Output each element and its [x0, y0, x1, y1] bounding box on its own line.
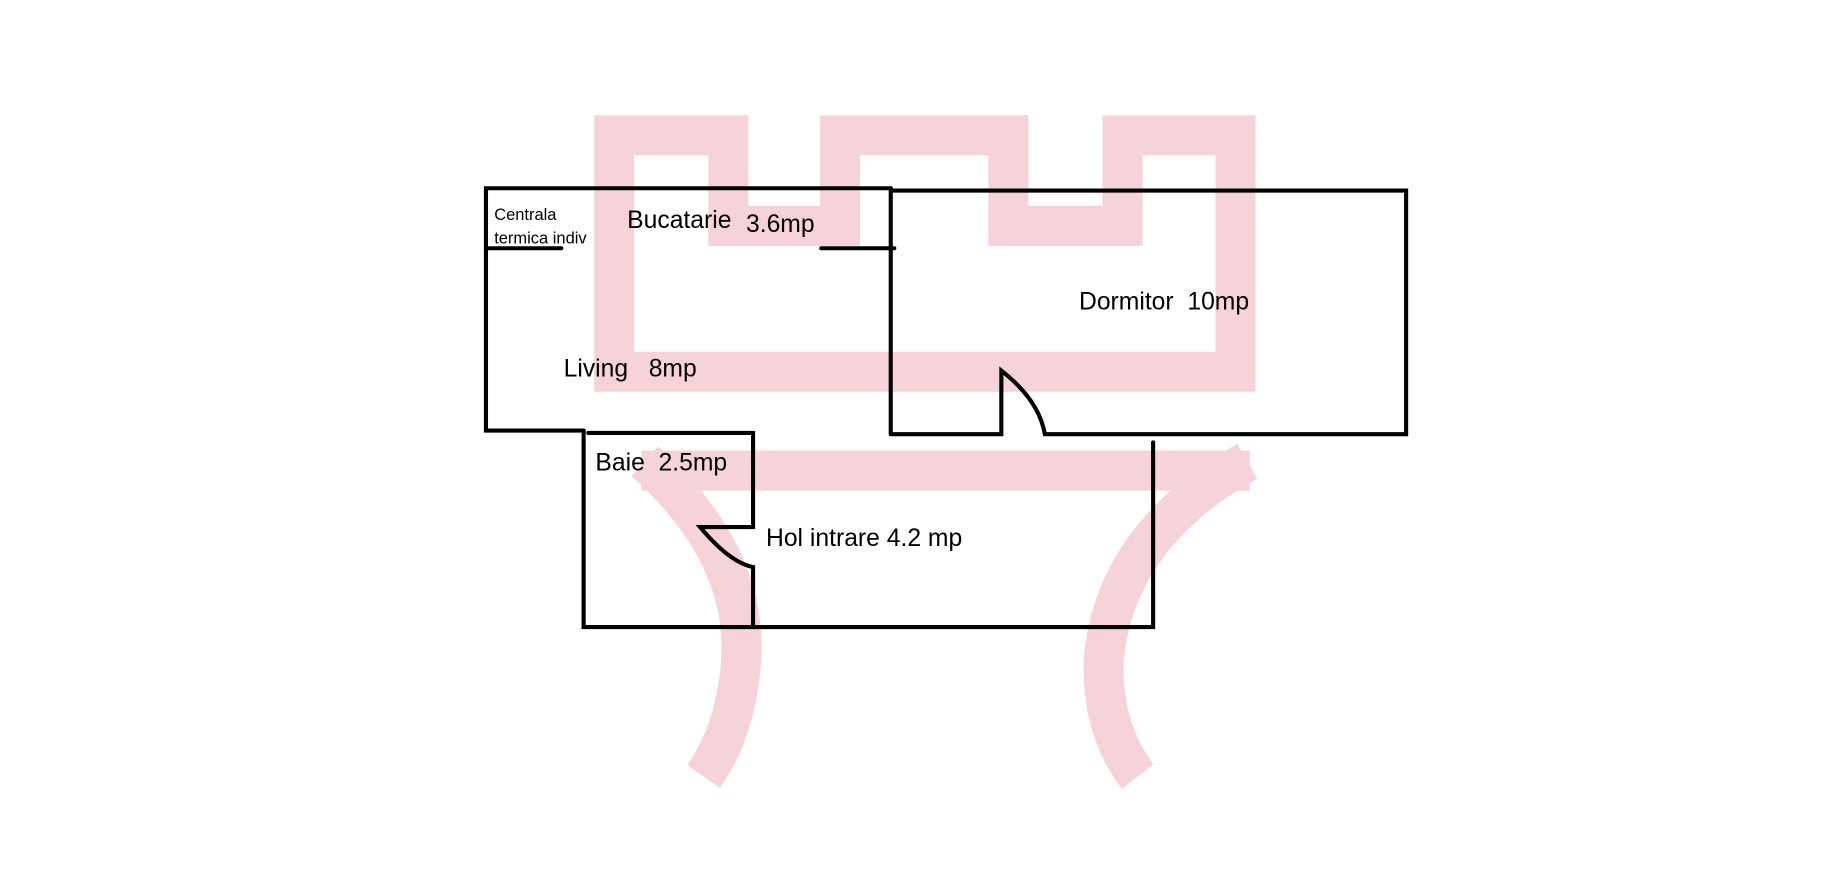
hol-label: Hol intrare 4.2 mp	[766, 525, 962, 552]
watermark-battlement	[594, 115, 1256, 392]
baie-label: Baie 2.5mp	[595, 450, 727, 477]
walls	[483, 186, 1409, 630]
baie-top-wall	[586, 430, 756, 630]
dormitor-label: Dormitor 10mp	[1079, 288, 1249, 315]
centrala-label-line1: Centrala	[494, 206, 557, 224]
dormitor-outline	[889, 188, 1409, 437]
bucatarie-label: Bucatarie	[627, 207, 731, 234]
bucatarie-area-label: 3.6mp	[746, 211, 815, 238]
living-label: Living 8mp	[564, 355, 697, 382]
room-labels: Centrala termica indiv Bucatarie 3.6mp D…	[494, 206, 1249, 552]
hol-outline	[581, 428, 1156, 630]
watermark-right-leg	[1083, 443, 1258, 789]
watermark-left-leg	[631, 446, 762, 788]
centrala-label-line2: termica indiv	[494, 230, 587, 248]
watermark-logo	[594, 115, 1258, 789]
living-kitchen-outline	[483, 186, 893, 433]
